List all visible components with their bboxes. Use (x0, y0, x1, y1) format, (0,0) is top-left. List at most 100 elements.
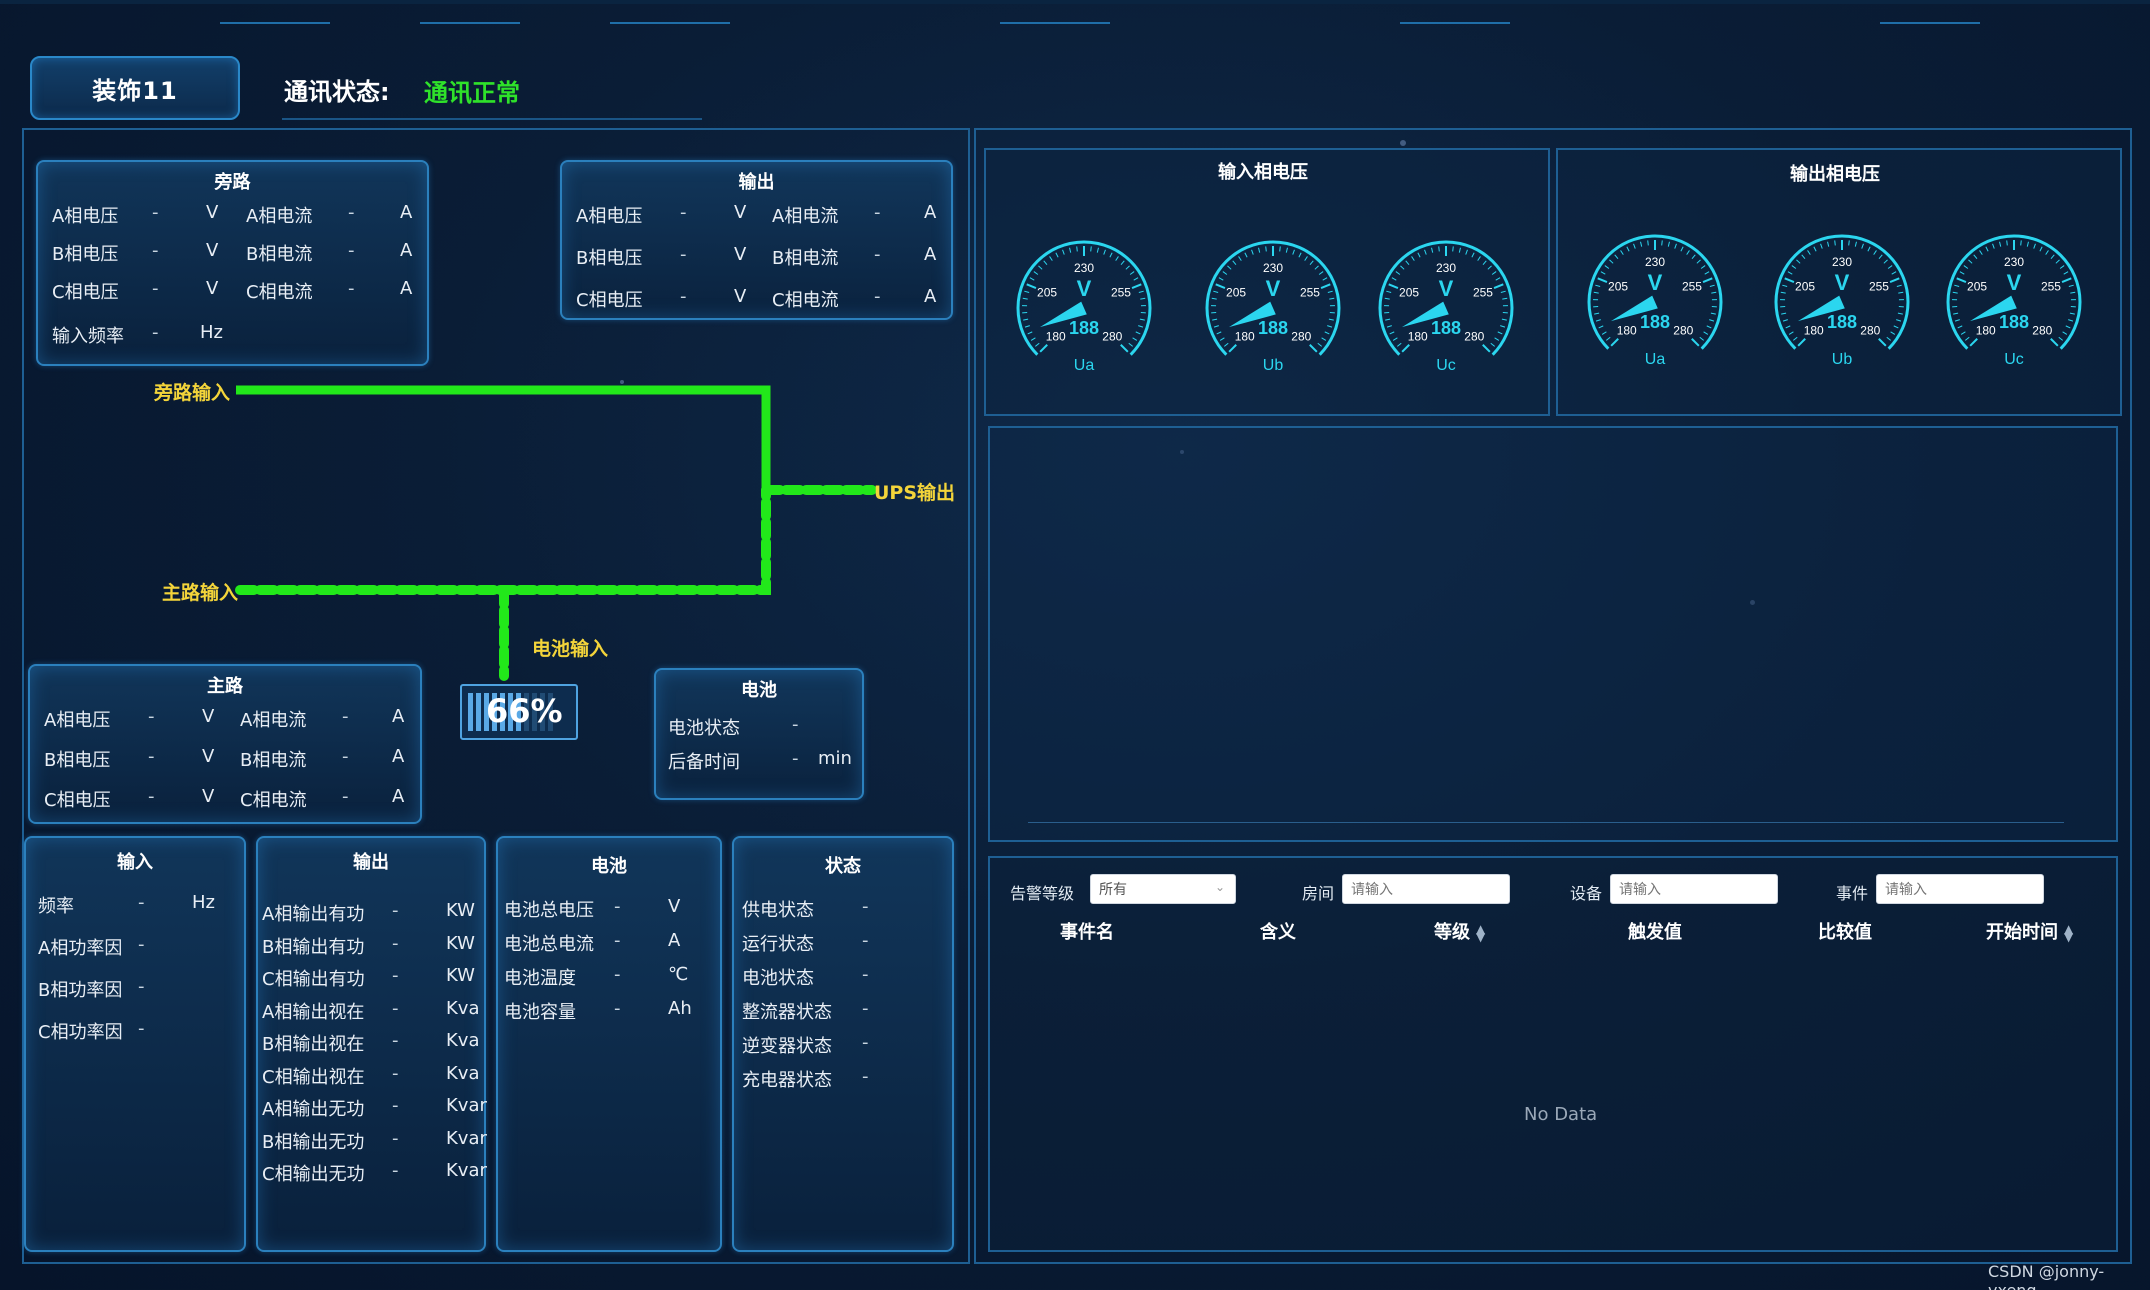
device-name: 装饰11 (92, 76, 178, 105)
gauge-tick-label: 205 (1226, 286, 1246, 300)
gauge-tick (1135, 331, 1141, 335)
row-value: - (862, 930, 869, 951)
gauge-tick (1417, 252, 1421, 258)
room-label: 房间 (1302, 884, 1335, 903)
row-unit: Kva (446, 1030, 480, 1051)
gauge-tick (1647, 240, 1649, 246)
gauge-tick-label: 280 (1102, 329, 1122, 343)
gauge-tick (1661, 240, 1663, 246)
chart-baseline (1028, 822, 2064, 823)
gauge-tick (2039, 246, 2043, 252)
gauge-tick (1115, 256, 1119, 261)
gauge-tick (1391, 277, 1397, 281)
gauge-tick (2058, 336, 2063, 341)
gauge-tick (1593, 291, 1599, 294)
voltage-unit: V (206, 202, 219, 223)
sort-icon[interactable]: ▲▼ (1476, 922, 1486, 944)
col-start-time[interactable]: 开始时间▲▼ (1986, 918, 2073, 944)
gauge-tick (1968, 259, 1973, 264)
col-meaning[interactable]: 含义 (1260, 922, 1296, 943)
gauge-tick (1979, 250, 1983, 255)
device-input[interactable] (1610, 874, 1778, 904)
comm-status-label: 通讯状态: (284, 78, 390, 106)
power-flow-diagram (235, 385, 877, 681)
current-label: C相电流 (772, 290, 839, 311)
gauge-tick (2062, 331, 2068, 335)
gauge-tick (1309, 260, 1314, 265)
gauge-tick (1129, 271, 1135, 275)
battery-bar-segment (516, 693, 521, 731)
gauge-tick-label: 280 (1291, 329, 1311, 343)
voltage-label: A相电压 (52, 206, 119, 227)
current-unit: A (400, 240, 413, 261)
gauge-tick (1704, 271, 1710, 275)
gauge-tick (1702, 277, 1713, 284)
col-level[interactable]: 等级▲▼ (1434, 918, 1485, 944)
row-value: - (862, 1066, 869, 1087)
gauge-tick-label: 280 (1860, 323, 1880, 337)
row-unit: Kvar (446, 1095, 487, 1116)
gauge-tick-label: 180 (1976, 323, 1996, 337)
gauge-tick (1696, 259, 1701, 264)
event-input[interactable] (1876, 874, 2044, 904)
row-label: B相输出无功 (262, 1131, 365, 1153)
voltage-label: C相电压 (44, 790, 111, 811)
col-compare-value[interactable]: 比较值 (1818, 922, 1872, 943)
gauge-tick (1686, 250, 1690, 255)
gauge-tick (1784, 277, 1795, 284)
bypass-freq-label: 输入频率 (52, 326, 124, 347)
gauge-tick (1490, 342, 1495, 347)
room-input[interactable] (1342, 874, 1510, 904)
gauge-tick (1321, 337, 1327, 341)
col-trigger-value[interactable]: 触发值 (1628, 922, 1682, 943)
gauge-tick (1320, 283, 1331, 290)
row-value: - (392, 1030, 399, 1051)
gauge-tick (1244, 252, 1248, 258)
gauge-tick (2020, 240, 2022, 246)
gauge-tick (1820, 243, 1823, 249)
gauge-tick (1038, 265, 1043, 270)
sort-icon[interactable]: ▲▼ (2064, 922, 2074, 944)
battery-bar-segment (540, 693, 545, 731)
left-frame (22, 128, 970, 1264)
gauge-tick (1691, 338, 1700, 347)
device-title: 装饰11 (30, 56, 240, 120)
gauge-tick (1026, 283, 1037, 290)
row-value: - (138, 892, 145, 913)
gauge-tick (1973, 254, 1978, 259)
voltage-value: - (148, 746, 155, 767)
row-unit: KW (446, 965, 475, 986)
gauge-tick (1595, 319, 1601, 322)
gauge-tick (2006, 240, 2008, 246)
current-value: - (874, 286, 881, 307)
gauge-needle (1228, 301, 1276, 328)
gauge-tick (1898, 291, 1904, 294)
gauge-value: 188 (1640, 312, 1670, 332)
gauge-tick-label: 180 (1804, 323, 1824, 337)
gauge-tick (1055, 252, 1059, 258)
row-value: - (392, 900, 399, 921)
row-label: 逆变器状态 (742, 1036, 832, 1057)
chart-area (988, 426, 2118, 842)
col-event-name[interactable]: 事件名 (1060, 922, 1114, 943)
gauge-tick (1782, 284, 1788, 288)
gauge-arc (1205, 240, 1341, 356)
gauge-name: Ua (1645, 351, 1666, 368)
gauge-tick (1640, 241, 1643, 247)
gauge-tick (1491, 271, 1497, 275)
alarm-level-select[interactable]: 所有 ⌄ (1090, 874, 1236, 904)
gauge-tick-label: 205 (1795, 280, 1815, 294)
gauge-tick (1030, 337, 1036, 341)
output-gauge-title: 输出相电压 (1790, 164, 1880, 185)
gauge-tick (2045, 250, 2049, 255)
gauge-arc (1774, 234, 1910, 350)
gauge-tick (1487, 265, 1492, 270)
gauge-tick (1595, 284, 1601, 288)
gauge-unit: V (1077, 276, 1092, 301)
gauge-tick (1680, 246, 1684, 252)
voltage-value: - (152, 240, 159, 261)
gauge-tick-label: 205 (1967, 280, 1987, 294)
gauge-tick (1224, 342, 1229, 347)
